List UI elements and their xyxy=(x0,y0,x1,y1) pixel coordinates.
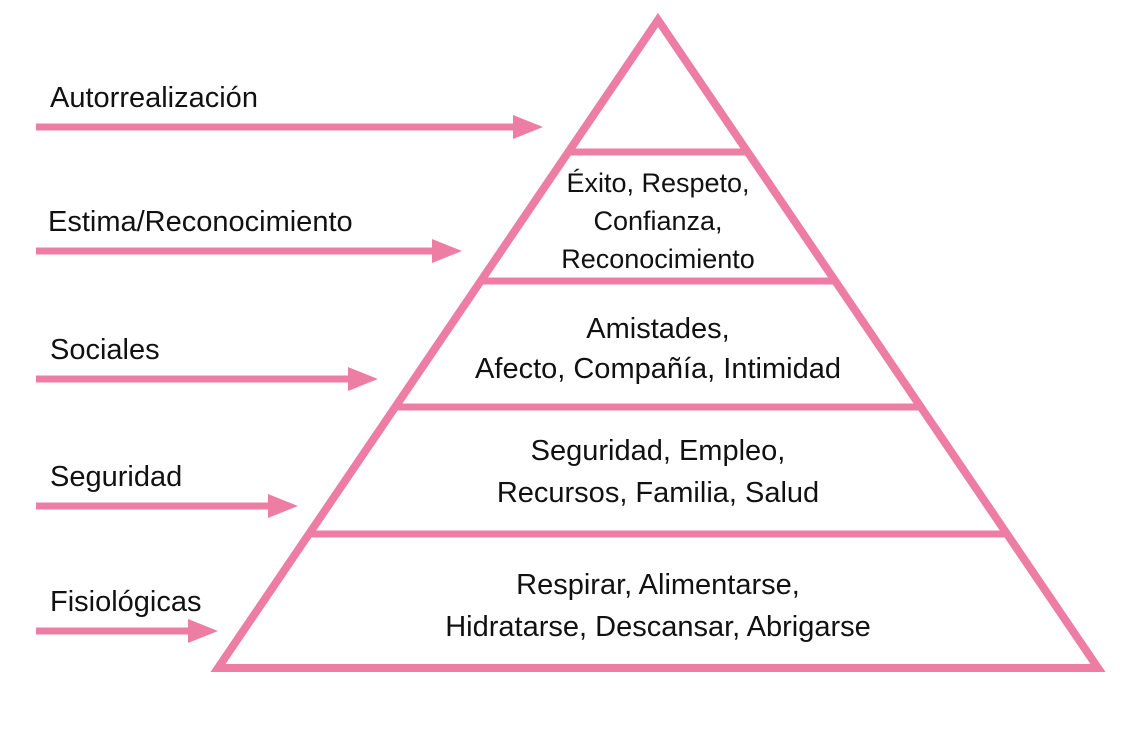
level-label-autorrealizacion: Autorrealización xyxy=(50,82,258,114)
tier-content-seguridad: Seguridad, Empleo, Recursos, Familia, Sa… xyxy=(496,435,820,509)
arrow-icon-estima xyxy=(36,239,462,263)
arrow-icon-fisiologicas xyxy=(36,619,218,643)
arrow-icon-autorrealizacion xyxy=(36,115,543,139)
tier-content-estima: Éxito, Respeto, Confianza, Reconocimient… xyxy=(561,168,755,274)
level-label-sociales: Sociales xyxy=(50,334,160,366)
level-label-fisiologicas: Fisiológicas xyxy=(50,586,202,618)
arrow-icon-sociales xyxy=(36,367,378,391)
tier-content-fisiologicas: Respirar, Alimentarse, Hidratarse, Desca… xyxy=(445,569,871,643)
level-label-seguridad: Seguridad xyxy=(50,461,183,493)
tier-content-sociales: Amistades, Afecto, Compañía, Intimidad xyxy=(475,313,841,385)
level-label-estima: Estima/Reconocimiento xyxy=(48,206,353,238)
arrow-icon-seguridad xyxy=(36,494,298,518)
pyramid-outline xyxy=(210,12,1106,672)
